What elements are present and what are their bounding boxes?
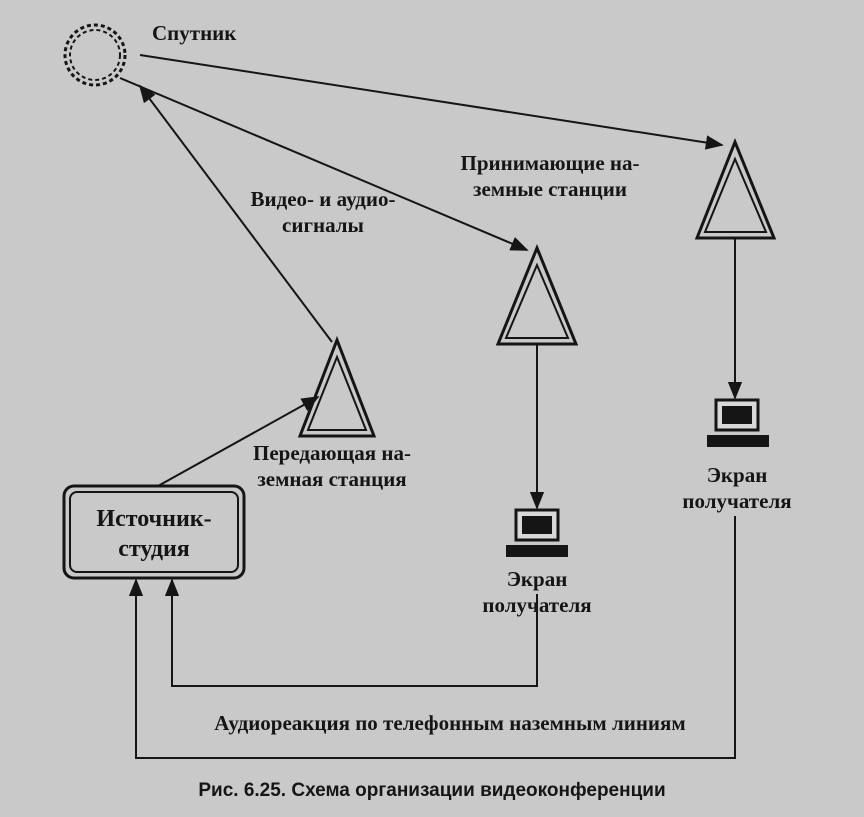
computer-screen-right-icon [707,398,769,447]
figure-caption: Рис. 6.25. Схема организации видеоконфер… [198,780,666,801]
screen-center-label: Экран получателя [467,566,607,618]
downlink-arrow-center [119,77,529,251]
screen-right-label-line2: получателя [682,489,792,513]
signals-label-line2: сигналы [282,213,364,237]
transmitting-station-label-line2: земная станция [257,467,407,491]
satellite-icon [63,23,127,87]
receiving-stations-label: Принимающие на- земные станции [440,150,660,202]
transmitting-antenna-icon [297,335,377,438]
screen-center-label-line2: получателя [482,593,592,617]
signals-label-line1: Видео- и аудио- [250,187,396,211]
feedback-line-right [128,516,736,759]
uplink-arrow [138,84,333,343]
transmitting-station-label-line1: Передающая на- [253,441,411,465]
receiving-antenna-center-icon [495,244,579,346]
audio-feedback-label: Аудиореакция по телефонным наземным лини… [214,711,686,735]
screen-right-label-line1: Экран [706,463,768,487]
receiving-antenna-right-icon [694,137,777,240]
studio-box [62,484,246,580]
studio-to-station-arrow [157,396,320,487]
source-studio-label: Источник- студия [74,504,234,564]
source-studio-label-line2: студия [118,536,190,562]
satellite-label: Спутник [152,21,237,45]
screen-center-label-line1: Экран [506,567,568,591]
feedback-line-center [164,578,538,687]
computer-screen-center-icon [506,508,568,557]
screen-right-label: Экран получателя [667,462,807,514]
receiving-stations-label-line2: земные станции [473,177,627,201]
receiving-stations-label-line1: Принимающие на- [460,151,640,175]
downlink-arrow-right [139,54,724,150]
transmitting-station-label: Передающая на- земная станция [232,440,432,492]
source-studio-label-line1: Источник- [96,506,212,532]
signals-label: Видео- и аудио- сигналы [228,186,418,238]
